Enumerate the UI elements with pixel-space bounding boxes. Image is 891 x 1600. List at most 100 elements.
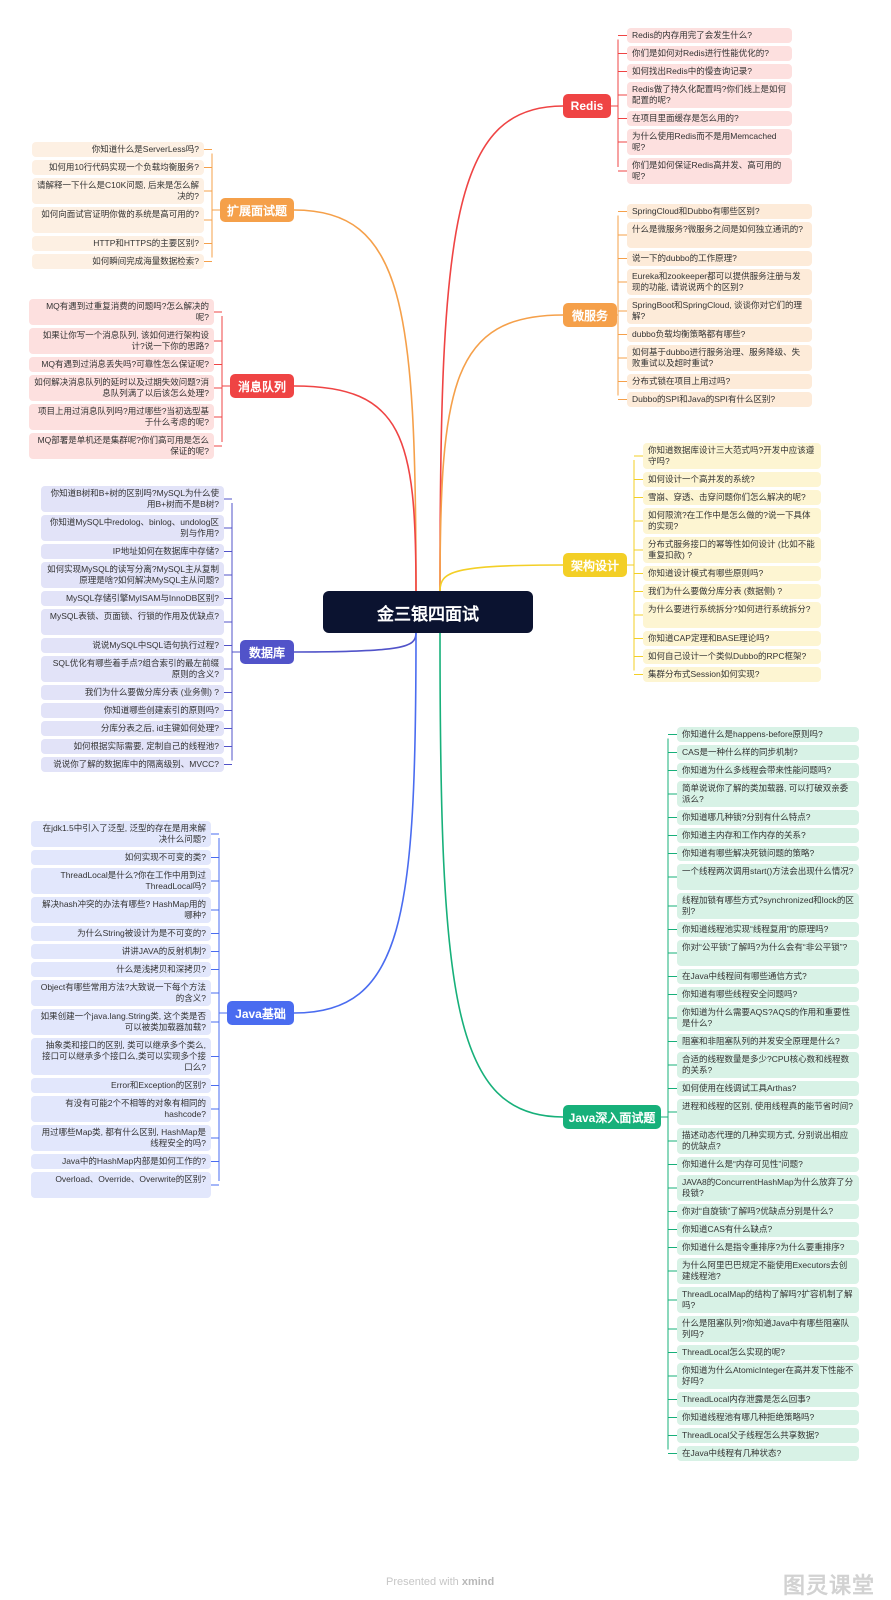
branch-4-leaf[interactable]: 你知道为什么AtomicInteger在高并发下性能不好吗?	[677, 1363, 859, 1389]
branch-7-leaf[interactable]: SQL优化有哪些着手点?组合索引的最左前缀原则的含义?	[41, 656, 224, 682]
branch-4-leaf[interactable]: 阻塞和非阻塞队列的并发安全原理是什么?	[677, 1034, 859, 1049]
branch-4-topic[interactable]: Java深入面试题	[563, 1105, 661, 1129]
branch-4-leaf[interactable]: 你知道主内存和工作内存的关系?	[677, 828, 859, 843]
branch-3-leaf[interactable]: 雪崩、穿透、击穿问题你们怎么解决的呢?	[643, 490, 821, 505]
branch-3-leaf[interactable]: 如何自己设计一个类似Dubbo的RPC框架?	[643, 649, 821, 664]
branch-1-leaf[interactable]: 在项目里面缓存是怎么用的?	[627, 111, 792, 126]
branch-6-leaf[interactable]: MQ有遇到过消息丢失吗?可靠性怎么保证呢?	[29, 357, 214, 372]
branch-4-leaf[interactable]: 你知道CAS有什么缺点?	[677, 1222, 859, 1237]
branch-4-leaf[interactable]: 你知道为什么需要AQS?AQS的作用和重要性是什么?	[677, 1005, 859, 1031]
branch-4-leaf[interactable]: 你知道什么是“内存可见性”问题?	[677, 1157, 859, 1172]
branch-4-leaf[interactable]: 什么是阻塞队列?你知道Java中有哪些阻塞队列吗?	[677, 1316, 859, 1342]
branch-1-topic[interactable]: Redis	[563, 94, 611, 118]
branch-4-leaf[interactable]: ThreadLocal父子线程怎么共享数据?	[677, 1428, 859, 1443]
branch-4-leaf[interactable]: 在Java中线程有几种状态?	[677, 1446, 859, 1461]
branch-8-leaf[interactable]: 如何实现不可变的类?	[31, 850, 211, 865]
branch-5-leaf[interactable]: HTTP和HTTPS的主要区别?	[32, 236, 204, 251]
branch-3-leaf[interactable]: 如何限流?在工作中是怎么做的?说一下具体的实现?	[643, 508, 821, 534]
branch-1-leaf[interactable]: 如何找出Redis中的慢查询记录?	[627, 64, 792, 79]
branch-3-leaf[interactable]: 为什么要进行系统拆分?如何进行系统拆分?	[643, 602, 821, 628]
branch-8-leaf[interactable]: 抽象类和接口的区别, 类可以继承多个类么, 接口可以继承多个接口么,类可以实现多…	[31, 1038, 211, 1075]
branch-3-leaf[interactable]: 你知道CAP定理和BASE理论吗?	[643, 631, 821, 646]
branch-8-leaf[interactable]: Error和Exception的区别?	[31, 1078, 211, 1093]
branch-1-leaf[interactable]: 为什么使用Redis而不是用Memcached呢?	[627, 129, 792, 155]
branch-6-leaf[interactable]: MQ有遇到过重复消费的问题吗?怎么解决的呢?	[29, 299, 214, 325]
branch-4-leaf[interactable]: 你知道线程池实现“线程复用”的原理吗?	[677, 922, 859, 937]
branch-8-leaf[interactable]: 为什么String被设计为是不可变的?	[31, 926, 211, 941]
branch-8-leaf[interactable]: 讲讲JAVA的反射机制?	[31, 944, 211, 959]
branch-3-leaf[interactable]: 你知道设计模式有哪些原则吗?	[643, 566, 821, 581]
branch-7-leaf[interactable]: MySQL存储引擎MyISAM与InnoDB区别?	[41, 591, 224, 606]
branch-5-leaf[interactable]: 如何向面试官证明你做的系统是高可用的?	[32, 207, 204, 233]
branch-7-leaf[interactable]: 说说你了解的数据库中的隔离级别、MVCC?	[41, 757, 224, 772]
branch-5-leaf[interactable]: 如何瞬间完成海量数据检索?	[32, 254, 204, 269]
root-topic[interactable]: 金三银四面试	[323, 591, 533, 633]
branch-3-leaf[interactable]: 如何设计一个高并发的系统?	[643, 472, 821, 487]
branch-6-leaf[interactable]: 如果让你写一个消息队列, 该如何进行架构设计?说一下你的思路?	[29, 328, 214, 354]
branch-7-leaf[interactable]: 我们为什么要做分库分表 (业务侧) ?	[41, 685, 224, 700]
branch-7-leaf[interactable]: 如何根据实际需要, 定制自己的线程池?	[41, 739, 224, 754]
branch-7-topic[interactable]: 数据库	[240, 640, 294, 664]
branch-6-leaf[interactable]: 如何解决消息队列的延时以及过期失效问题?消息队列满了以后该怎么处理?	[29, 375, 214, 401]
branch-3-leaf[interactable]: 集群分布式Session如何实现?	[643, 667, 821, 682]
branch-3-leaf[interactable]: 你知道数据库设计三大范式吗?开发中应该遵守吗?	[643, 443, 821, 469]
branch-7-leaf[interactable]: 你知道B树和B+树的区别吗?MySQL为什么使用B+树而不是B树?	[41, 486, 224, 512]
branch-8-leaf[interactable]: Java中的HashMap内部是如何工作的?	[31, 1154, 211, 1169]
branch-7-leaf[interactable]: 分库分表之后, id主键如何处理?	[41, 721, 224, 736]
branch-5-leaf[interactable]: 请解释一下什么是C10K问题, 后来是怎么解决的?	[32, 178, 204, 204]
branch-8-leaf[interactable]: 如果创建一个java.lang.String类, 这个类是否可以被类加载器加载?	[31, 1009, 211, 1035]
branch-8-leaf[interactable]: 有没有可能2个不相等的对象有相同的hashcode?	[31, 1096, 211, 1122]
branch-4-leaf[interactable]: 你对“自旋锁”了解吗?优缺点分别是什么?	[677, 1204, 859, 1219]
branch-2-leaf[interactable]: Eureka和zookeeper都可以提供服务注册与发现的功能, 请说说两个的区…	[627, 269, 812, 295]
branch-2-leaf[interactable]: SpringCloud和Dubbo有哪些区别?	[627, 204, 812, 219]
branch-3-leaf[interactable]: 分布式服务接口的幂等性如何设计 (比如不能重复扣款) ?	[643, 537, 821, 563]
branch-4-leaf[interactable]: ThreadLocal怎么实现的呢?	[677, 1345, 859, 1360]
branch-2-leaf[interactable]: 如何基于dubbo进行服务治理、服务降级、失败重试以及超时重试?	[627, 345, 812, 371]
branch-7-leaf[interactable]: 如何实现MySQL的读写分离?MySQL主从复制原理是啥?如何解决MySQL主从…	[41, 562, 224, 588]
branch-6-leaf[interactable]: 项目上用过消息队列吗?用过哪些?当初选型基于什么考虑的呢?	[29, 404, 214, 430]
branch-7-leaf[interactable]: MySQL表锁、页面锁、行锁的作用及优缺点?	[41, 609, 224, 635]
branch-8-leaf[interactable]: Object有哪些常用方法?大致说一下每个方法的含义?	[31, 980, 211, 1006]
branch-4-leaf[interactable]: ThreadLocalMap的结构了解吗?扩容机制了解吗?	[677, 1287, 859, 1313]
branch-8-leaf[interactable]: 在jdk1.5中引入了泛型, 泛型的存在是用来解决什么问题?	[31, 821, 211, 847]
branch-4-leaf[interactable]: 进程和线程的区别, 使用线程真的能节省时间?	[677, 1099, 859, 1125]
branch-1-leaf[interactable]: 你们是如何保证Redis高并发、高可用的呢?	[627, 158, 792, 184]
branch-4-leaf[interactable]: 你知道线程池有哪几种拒绝策略吗?	[677, 1410, 859, 1425]
branch-2-leaf[interactable]: Dubbo的SPI和Java的SPI有什么区别?	[627, 392, 812, 407]
branch-2-leaf[interactable]: dubbo负载均衡策略都有哪些?	[627, 327, 812, 342]
branch-7-leaf[interactable]: IP地址如何在数据库中存储?	[41, 544, 224, 559]
branch-3-leaf[interactable]: 我们为什么要做分库分表 (数据侧) ?	[643, 584, 821, 599]
branch-1-leaf[interactable]: Redis的内存用完了会发生什么?	[627, 28, 792, 43]
branch-7-leaf[interactable]: 你知道哪些创建索引的原则吗?	[41, 703, 224, 718]
branch-7-leaf[interactable]: 说说MySQL中SQL语句执行过程?	[41, 638, 224, 653]
branch-7-leaf[interactable]: 你知道MySQL中redolog、binlog、undolog区别与作用?	[41, 515, 224, 541]
branch-5-leaf[interactable]: 如何用10行代码实现一个负载均衡服务?	[32, 160, 204, 175]
branch-6-topic[interactable]: 消息队列	[230, 374, 294, 398]
branch-8-leaf[interactable]: 解决hash冲突的办法有哪些? HashMap用的哪种?	[31, 897, 211, 923]
branch-2-leaf[interactable]: SpringBoot和SpringCloud, 谈谈你对它们的理解?	[627, 298, 812, 324]
branch-2-topic[interactable]: 微服务	[563, 303, 617, 327]
branch-4-leaf[interactable]: 简单说说你了解的类加载器, 可以打破双亲委派么?	[677, 781, 859, 807]
branch-2-leaf[interactable]: 什么是微服务?微服务之间是如何独立通讯的?	[627, 222, 812, 248]
branch-4-leaf[interactable]: 你知道哪几种锁?分别有什么特点?	[677, 810, 859, 825]
branch-4-leaf[interactable]: 描述动态代理的几种实现方式, 分别说出相应的优缺点?	[677, 1128, 859, 1154]
branch-8-leaf[interactable]: ThreadLocal是什么?你在工作中用到过ThreadLocal吗?	[31, 868, 211, 894]
branch-4-leaf[interactable]: 你知道有哪些线程安全问题吗?	[677, 987, 859, 1002]
branch-4-leaf[interactable]: 合适的线程数量是多少?CPU核心数和线程数的关系?	[677, 1052, 859, 1078]
branch-4-leaf[interactable]: 你知道为什么多线程会带来性能问题吗?	[677, 763, 859, 778]
branch-4-leaf[interactable]: 线程加锁有哪些方式?synchronized和lock的区别?	[677, 893, 859, 919]
branch-8-leaf[interactable]: 什么是浅拷贝和深拷贝?	[31, 962, 211, 977]
branch-2-leaf[interactable]: 说一下的dubbo的工作原理?	[627, 251, 812, 266]
branch-2-leaf[interactable]: 分布式锁在项目上用过吗?	[627, 374, 812, 389]
branch-4-leaf[interactable]: 为什么阿里巴巴规定不能使用Executors去创建线程池?	[677, 1258, 859, 1284]
branch-4-leaf[interactable]: 一个线程两次调用start()方法会出现什么情况?	[677, 864, 859, 890]
branch-8-leaf[interactable]: Overload、Override、Overwrite的区别?	[31, 1172, 211, 1198]
branch-8-topic[interactable]: Java基础	[227, 1001, 294, 1025]
branch-4-leaf[interactable]: 如何使用在线调试工具Arthas?	[677, 1081, 859, 1096]
branch-4-leaf[interactable]: JAVA8的ConcurrentHashMap为什么放弃了分段锁?	[677, 1175, 859, 1201]
branch-5-leaf[interactable]: 你知道什么是ServerLess吗?	[32, 142, 204, 157]
branch-4-leaf[interactable]: 你知道什么是指令重排序?为什么要重排序?	[677, 1240, 859, 1255]
branch-8-leaf[interactable]: 用过哪些Map类, 都有什么区别, HashMap是线程安全的吗?	[31, 1125, 211, 1151]
branch-4-leaf[interactable]: ThreadLocal内存泄露是怎么回事?	[677, 1392, 859, 1407]
branch-4-leaf[interactable]: 在Java中线程间有哪些通信方式?	[677, 969, 859, 984]
